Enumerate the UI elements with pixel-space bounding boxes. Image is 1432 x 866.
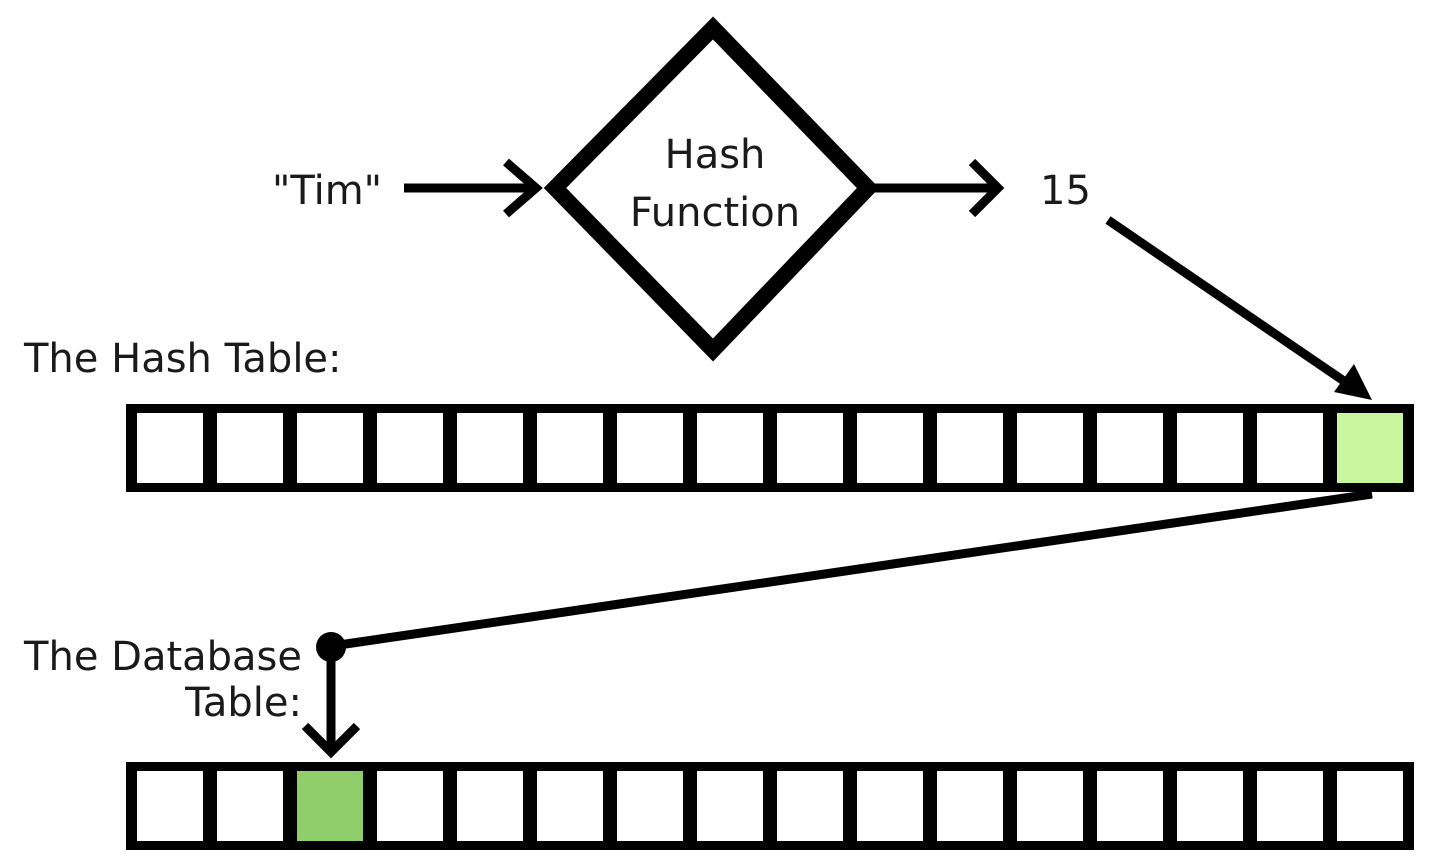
database-table-title: The Database Table: bbox=[18, 634, 302, 726]
hash-table-cell bbox=[134, 410, 206, 486]
hash-table-title: The Hash Table: bbox=[24, 336, 342, 382]
database-table-title-line-2: Table: bbox=[185, 680, 302, 726]
pointer-dot bbox=[316, 632, 346, 662]
hash-table-cell bbox=[1094, 410, 1166, 486]
hash-table-cell bbox=[934, 410, 1006, 486]
hash-table-cell bbox=[774, 410, 846, 486]
hash-function-diamond bbox=[543, 16, 880, 362]
hash-table-cell bbox=[1014, 410, 1086, 486]
hash-function-label-line-1: Hash bbox=[664, 132, 766, 178]
database-table-cell bbox=[614, 768, 686, 844]
database-table-cell bbox=[934, 768, 1006, 844]
database-table-cell bbox=[134, 768, 206, 844]
hash-function-label-line-2: Function bbox=[629, 190, 801, 236]
hash-output-label: 15 bbox=[1040, 168, 1091, 214]
pointer-line bbox=[331, 489, 1373, 651]
hash-table-cell bbox=[1174, 410, 1246, 486]
database-table-cell bbox=[1014, 768, 1086, 844]
database-table-cell bbox=[854, 768, 926, 844]
hash-table-cell bbox=[854, 410, 926, 486]
database-table-cell bbox=[374, 768, 446, 844]
input-arrow-head bbox=[503, 158, 543, 218]
hash-table-cell bbox=[454, 410, 526, 486]
index-arrow-shaft bbox=[1105, 216, 1363, 396]
hash-table-row bbox=[126, 404, 1414, 492]
database-table-cell bbox=[774, 768, 846, 844]
database-table-cell bbox=[1174, 768, 1246, 844]
database-table-cell bbox=[1254, 768, 1326, 844]
database-table-cell bbox=[1094, 768, 1166, 844]
hash-table-cell bbox=[694, 410, 766, 486]
database-table-cell-highlighted bbox=[294, 768, 366, 844]
database-table-cell bbox=[694, 768, 766, 844]
hash-table-cell bbox=[294, 410, 366, 486]
database-table-row bbox=[126, 762, 1414, 850]
hash-table-cell bbox=[374, 410, 446, 486]
output-arrow-head bbox=[968, 158, 1005, 218]
hash-table-cell bbox=[214, 410, 286, 486]
database-table-cell bbox=[454, 768, 526, 844]
database-table-cell bbox=[214, 768, 286, 844]
hash-table-cell bbox=[1254, 410, 1326, 486]
hash-table-cell bbox=[614, 410, 686, 486]
hash-table-cell-highlighted bbox=[1334, 410, 1406, 486]
hash-function-label: Hash Function bbox=[600, 126, 830, 242]
database-table-cell bbox=[534, 768, 606, 844]
database-table-title-line-1: The Database bbox=[24, 634, 302, 680]
database-table-cell bbox=[1334, 768, 1406, 844]
input-key-label: "Tim" bbox=[272, 168, 383, 214]
pointer-down-head bbox=[301, 722, 361, 759]
hash-table-cell bbox=[534, 410, 606, 486]
index-arrow-head bbox=[1334, 364, 1372, 400]
